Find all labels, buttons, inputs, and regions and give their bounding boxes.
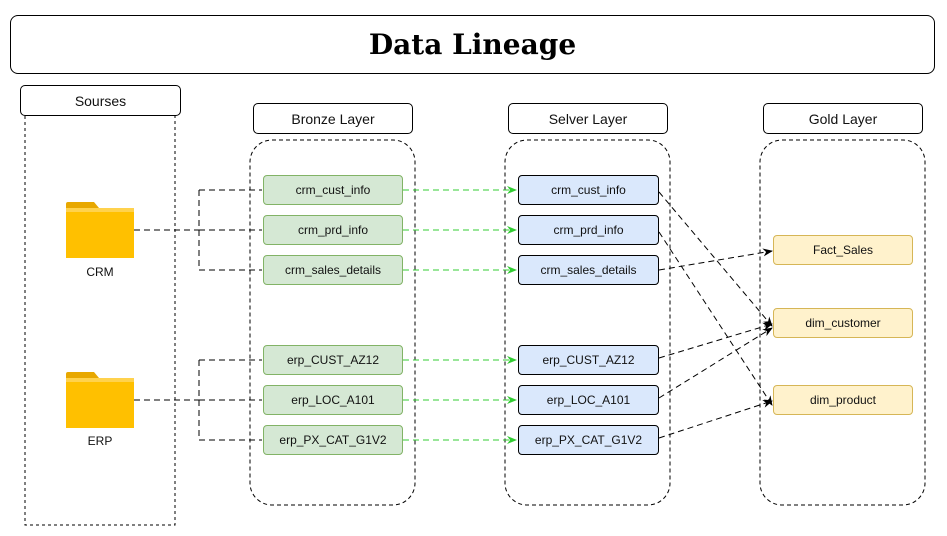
silver-node[interactable]: crm_sales_details	[518, 255, 659, 285]
bronze-node[interactable]: erp_CUST_AZ12	[263, 345, 403, 375]
gold-header: Gold Layer	[763, 103, 923, 134]
bronze-node[interactable]: erp_LOC_A101	[263, 385, 403, 415]
silver-node[interactable]: crm_cust_info	[518, 175, 659, 205]
silver-node[interactable]: erp_PX_CAT_G1V2	[518, 425, 659, 455]
bronze-node[interactable]: erp_PX_CAT_G1V2	[263, 425, 403, 455]
title-box: Data Lineage	[10, 15, 935, 74]
silver-node[interactable]: crm_prd_info	[518, 215, 659, 245]
erp-folder-icon	[66, 372, 134, 428]
gold-container	[759, 139, 926, 506]
gold-node[interactable]: dim_product	[773, 385, 913, 415]
sources-header: Sourses	[20, 85, 181, 116]
bronze-node[interactable]: crm_cust_info	[263, 175, 403, 205]
erp-label: ERP	[87, 434, 113, 448]
silver-container	[504, 139, 671, 506]
bronze-node[interactable]: crm_sales_details	[263, 255, 403, 285]
bronze-silver-arrows	[403, 186, 517, 444]
crm-label: CRM	[86, 265, 114, 279]
crm-folder-icon	[66, 202, 134, 258]
erp-connectors	[134, 359, 262, 441]
gold-node[interactable]: dim_customer	[773, 308, 913, 338]
crm-connectors	[134, 189, 262, 271]
silver-node[interactable]: erp_CUST_AZ12	[518, 345, 659, 375]
diagram-title: Data Lineage	[368, 28, 577, 61]
bronze-header: Bronze Layer	[253, 103, 413, 134]
sources-container	[24, 114, 176, 526]
gold-node[interactable]: Fact_Sales	[773, 235, 913, 265]
silver-header: Selver Layer	[508, 103, 668, 134]
bronze-node[interactable]: crm_prd_info	[263, 215, 403, 245]
bronze-container	[249, 139, 416, 506]
silver-gold-arrows	[658, 191, 773, 439]
silver-node[interactable]: erp_LOC_A101	[518, 385, 659, 415]
